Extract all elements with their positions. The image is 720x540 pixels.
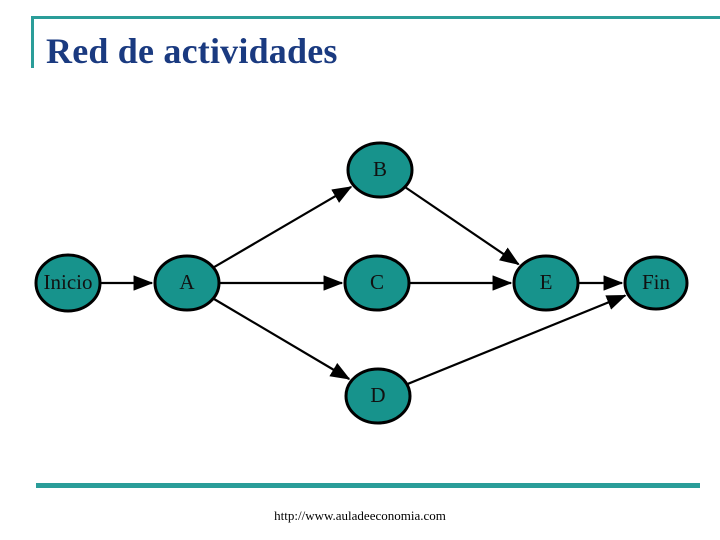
edge-b-e — [404, 186, 520, 266]
node-shape-a — [153, 254, 221, 312]
node-shape-fin — [623, 255, 689, 311]
node-e[interactable]: E — [512, 254, 580, 312]
edge-layer — [100, 185, 627, 386]
node-d[interactable]: D — [344, 367, 412, 425]
node-fin[interactable]: Fin — [623, 255, 689, 311]
node-a[interactable]: A — [153, 254, 221, 312]
node-label-a: A — [179, 270, 195, 294]
node-b[interactable]: B — [346, 141, 414, 199]
footer-rule — [36, 483, 700, 488]
node-shape-d — [344, 367, 412, 425]
node-shape-inicio — [34, 253, 102, 313]
node-label-inicio: Inicio — [44, 270, 93, 294]
node-inicio[interactable]: Inicio — [34, 253, 102, 313]
edge-d-fin — [406, 294, 627, 386]
footer-url: http://www.auladeeconomia.com — [274, 508, 446, 523]
edge-a-d — [212, 297, 351, 380]
node-label-e: E — [540, 270, 553, 294]
node-label-c: C — [370, 270, 384, 294]
node-shape-b — [346, 141, 414, 199]
node-label-d: D — [370, 383, 385, 407]
node-layer: Inicio A B C D E Fin — [34, 141, 689, 425]
node-c[interactable]: C — [343, 254, 411, 312]
node-shape-c — [343, 254, 411, 312]
title-left-rule — [31, 16, 34, 68]
node-shape-e — [512, 254, 580, 312]
page-title: Red de actividades — [46, 31, 338, 71]
node-label-b: B — [373, 157, 387, 181]
node-label-fin: Fin — [642, 270, 671, 294]
title-top-rule — [31, 16, 720, 19]
edge-a-b — [212, 185, 353, 269]
